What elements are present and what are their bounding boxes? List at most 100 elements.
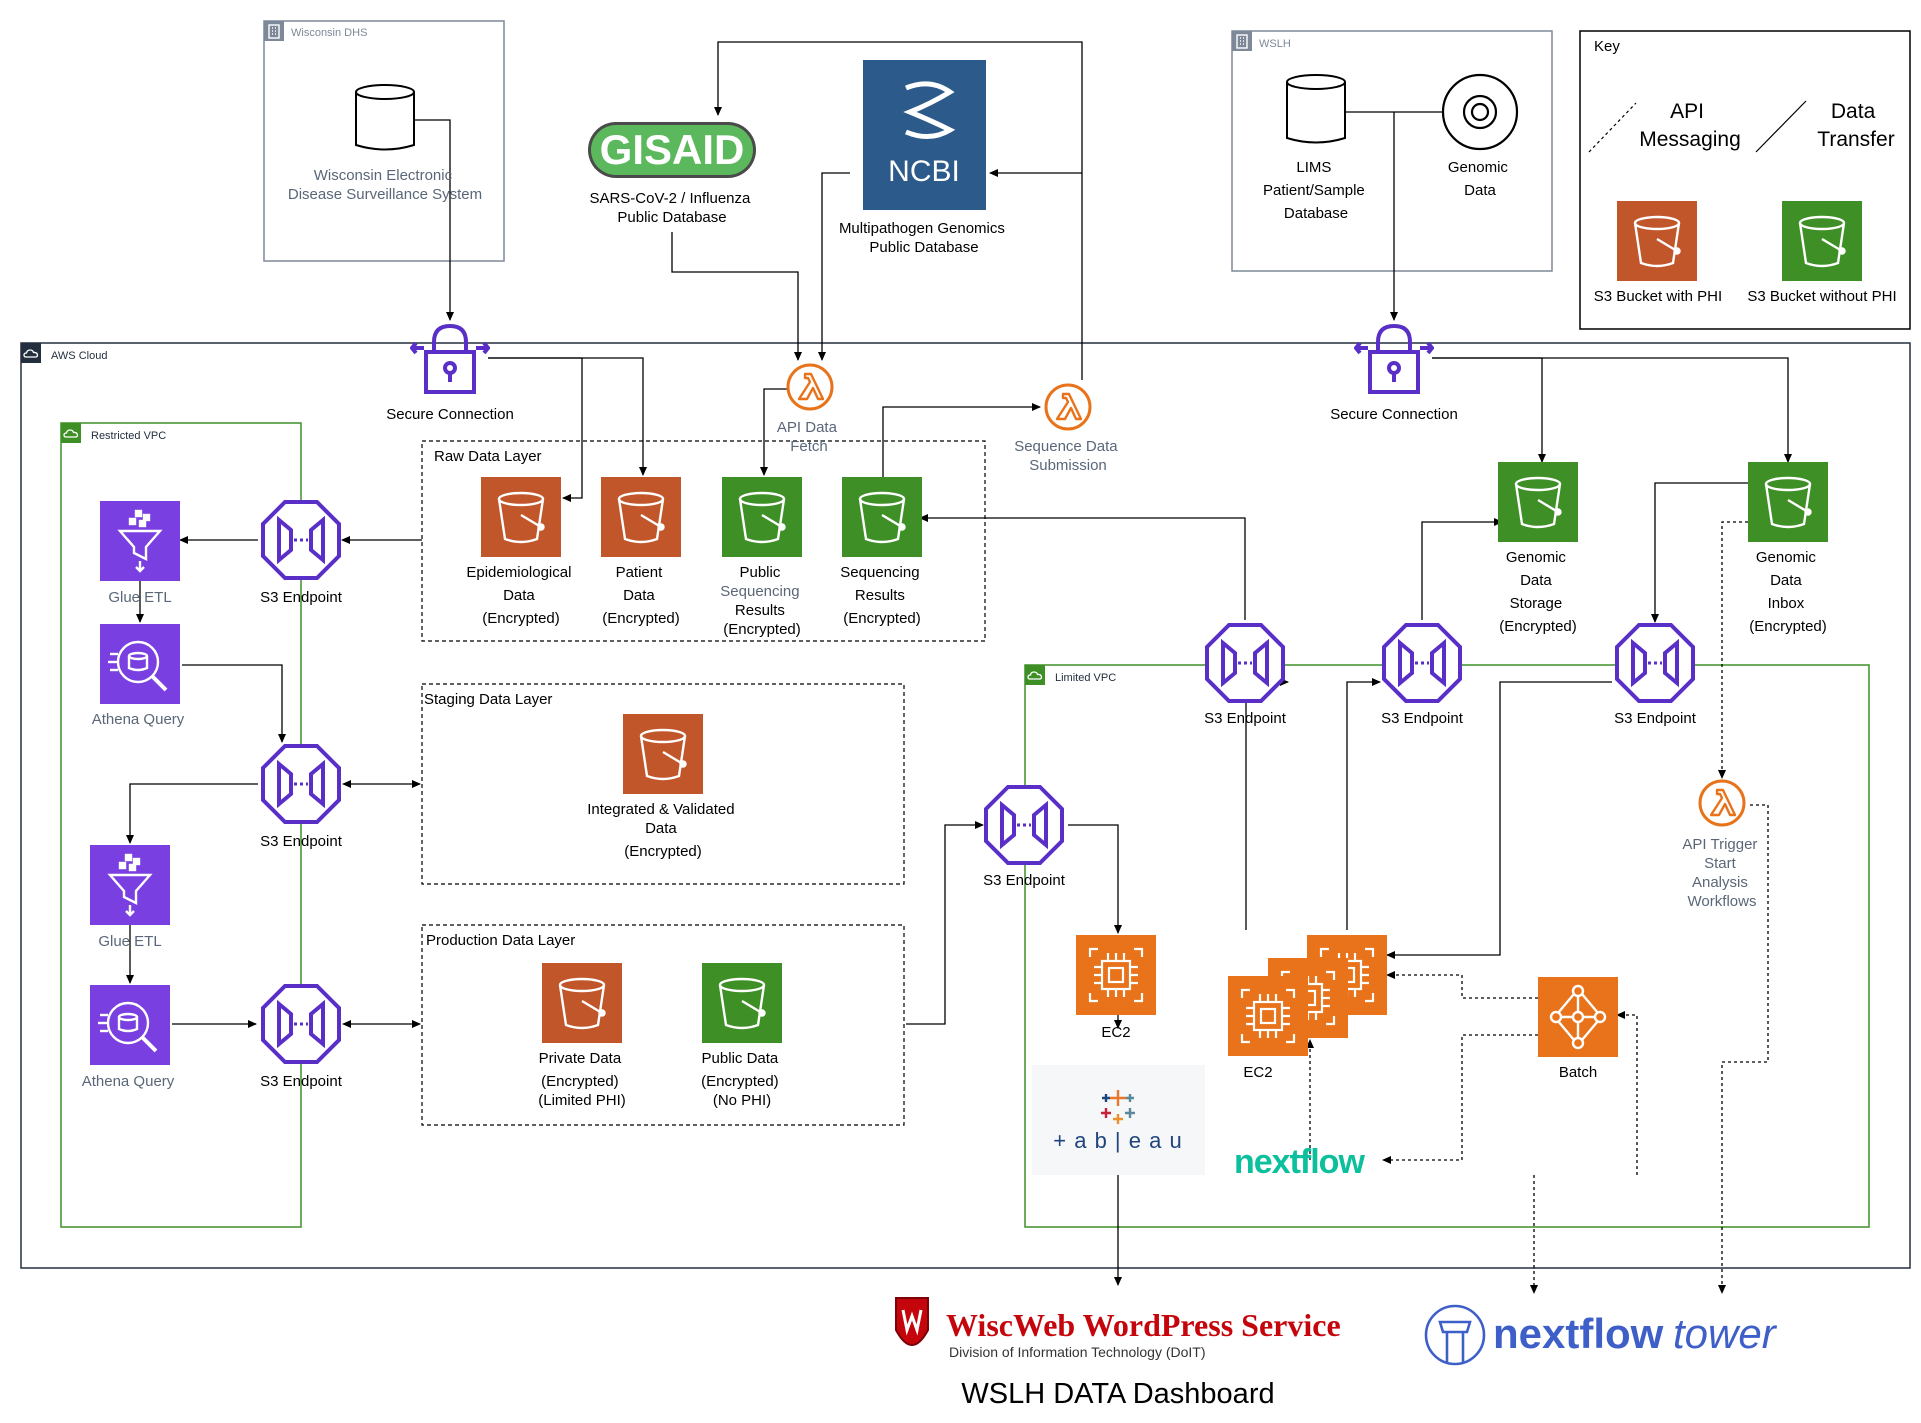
svg-text:Public Data (Encrypted): Public Data (Encrypted) (No PHI) (701, 1050, 783, 1109)
api-data-fetch-line2: Fetch (790, 438, 828, 455)
dashboard-title: WSLH DATA Dashboard (961, 1378, 1274, 1410)
wiscweb-logo: WiscWeb WordPress Service Division of In… (895, 1297, 1341, 1360)
bucket-label-line2: Data (645, 820, 677, 837)
batch-icon (1538, 977, 1618, 1057)
svg-text:API Messaging: API Messaging (1639, 100, 1741, 151)
s3-bucket-icon (722, 477, 802, 557)
database-icon (355, 84, 415, 151)
raw-data-layer-label: Raw Data Layer (434, 448, 542, 465)
svg-text:Integrated & Validated D: Integrated & Validated Data (Encrypted) (587, 801, 739, 860)
building-icon (1232, 31, 1252, 51)
ec2-cluster: EC2 (1228, 935, 1387, 1081)
bucket-label-line4: (Encrypted) (1499, 618, 1577, 635)
ncbi-database: NCBI Multipathogen Genomics Public Datab… (839, 60, 1005, 256)
wedss-database: Wisconsin Electronic Disease Surveillanc… (288, 84, 482, 203)
athena-icon (90, 985, 170, 1065)
glue-etl-2: Glue ETL (90, 845, 170, 950)
bucket-label-line1: Public Data (702, 1050, 779, 1067)
production-data-layer-label: Production Data Layer (426, 932, 575, 949)
database-icon (1286, 74, 1346, 144)
api-trigger-line1: API Trigger (1682, 836, 1757, 853)
bucket-label-line3: (No PHI) (713, 1092, 771, 1109)
wslh-label: WSLH (1259, 38, 1291, 50)
bucket-label-line1: Integrated & Validated (587, 801, 734, 818)
athena-query-label: Athena Query (82, 1073, 175, 1090)
glue-etl-1: Glue ETL (100, 501, 180, 606)
gisaid-database: GISAID SARS-CoV-2 / Influenza Public Dat… (588, 122, 756, 226)
tableau-wordmark: + a b | e a u (1053, 1128, 1182, 1153)
api-connectors (1306, 521, 1769, 1294)
restricted-vpc-label: Restricted VPC (91, 430, 166, 442)
lims-database: LIMS Patient/Sample Database (1263, 74, 1365, 222)
s3-endpoint-label: S3 Endpoint (1381, 710, 1464, 727)
key-transfer-line2: Transfer (1817, 128, 1894, 151)
api-trigger-line2: Start (1704, 855, 1737, 872)
nextflow-wordmark: nextflow (1234, 1143, 1365, 1181)
sequence-submission-line1: Sequence Data (1014, 438, 1118, 455)
svg-text:Sequencing Results: Sequencing Results (Encrypted) (840, 564, 923, 627)
s3-endpoint-icon (984, 785, 1064, 865)
wedss-label-line2: Disease Surveillance System (288, 186, 482, 203)
svg-text:Data Transfer: Data Transfer (1817, 100, 1894, 151)
bucket-label-line3: Inbox (1768, 595, 1805, 612)
lock-icon (410, 324, 490, 394)
bucket-label-line1: Private Data (539, 1050, 622, 1067)
s3-bucket-icon (623, 714, 703, 794)
secure-connection-left: Secure Connection (386, 324, 514, 423)
building-icon (264, 21, 284, 41)
s3-endpoint-icon (1205, 623, 1285, 703)
s3-endpoint-icon (1382, 623, 1462, 703)
s3-endpoint-limited-2: S3 Endpoint (1381, 623, 1464, 727)
bucket-phi-icon (1617, 201, 1697, 281)
s3-endpoint-limited-1: S3 Endpoint (1204, 623, 1287, 727)
gisaid-label-line1: SARS-CoV-2 / Influenza (589, 190, 751, 207)
aws-cloud-label: AWS Cloud (51, 350, 107, 362)
s3-endpoint-restricted-3: S3 Endpoint (260, 984, 343, 1090)
s3-endpoint-icon (1615, 623, 1695, 703)
key-title: Key (1594, 38, 1620, 55)
svg-text:Patient Data (Encr: Patient Data (Encrypted) (602, 564, 680, 627)
key-bucket-phi: S3 Bucket with PHI (1594, 288, 1722, 305)
glue-icon (100, 501, 180, 581)
ncbi-label-line1: Multipathogen Genomics (839, 220, 1005, 237)
ec2-label: EC2 (1101, 1024, 1130, 1041)
svg-text:SARS-CoV-2 / Influenza P: SARS-CoV-2 / Influenza Public Database (589, 190, 754, 226)
svg-text:Public Sequencing: Public Sequencing Results (Encrypted) (720, 564, 803, 638)
genomic-data-source: Genomic Data (1441, 73, 1519, 199)
bucket-sequencing-results: Sequencing Results (Encrypted) (840, 477, 923, 627)
lambda-icon (786, 363, 834, 411)
wisconsin-dhs-label: Wisconsin DHS (291, 27, 367, 39)
svg-text:Private Data (Encrypted): Private Data (Encrypted) (Limited PHI) (538, 1050, 626, 1109)
lims-label-line3: Database (1284, 205, 1348, 222)
s3-endpoint-icon (261, 744, 341, 824)
staging-data-layer (421, 683, 905, 885)
data-transfer-line (1755, 100, 1807, 153)
svg-text:Epidemiological Data: Epidemiological Data (Encrypted) (466, 564, 575, 627)
gisaid-logo-text: GISAID (600, 126, 745, 173)
athena-query-1: Athena Query (92, 624, 185, 728)
aws-cloud-group (20, 342, 1911, 1269)
nextflow-tower-logo: nextflow tower (1424, 1304, 1778, 1366)
key-box (1579, 30, 1911, 330)
cloud-icon (21, 343, 41, 363)
bucket-no-phi-icon (1782, 201, 1862, 281)
raw-data-layer (421, 440, 986, 642)
secure-connection-right: Secure Connection (1330, 324, 1458, 423)
bucket-private: Private Data (Encrypted) (Limited PHI) (538, 963, 626, 1109)
s3-bucket-icon (842, 477, 922, 557)
lock-icon (1354, 324, 1434, 394)
nextflow-logo: nextflow (1234, 1143, 1366, 1181)
nextflow-tower-word-b: tower (1673, 1310, 1778, 1357)
secure-connection-label: Secure Connection (1330, 406, 1458, 423)
key-contents: API Messaging Data Transfer S3 Bucket wi… (1588, 100, 1897, 305)
tableau-cross-icon (1101, 1090, 1135, 1124)
ncbi-label-line2: Public Database (869, 239, 978, 256)
s3-endpoint-limited-production: S3 Endpoint (983, 785, 1066, 889)
bucket-label-line1: Epidemiological (466, 564, 571, 581)
bucket-public: Public Data (Encrypted) (No PHI) (701, 963, 783, 1109)
wslh-group (1231, 30, 1553, 272)
ec2-label: EC2 (1243, 1064, 1272, 1081)
wisconsin-dhs-group (263, 20, 505, 262)
svg-text:Wisconsin Electronic Dis: Wisconsin Electronic Disease Surveillanc… (288, 167, 482, 203)
